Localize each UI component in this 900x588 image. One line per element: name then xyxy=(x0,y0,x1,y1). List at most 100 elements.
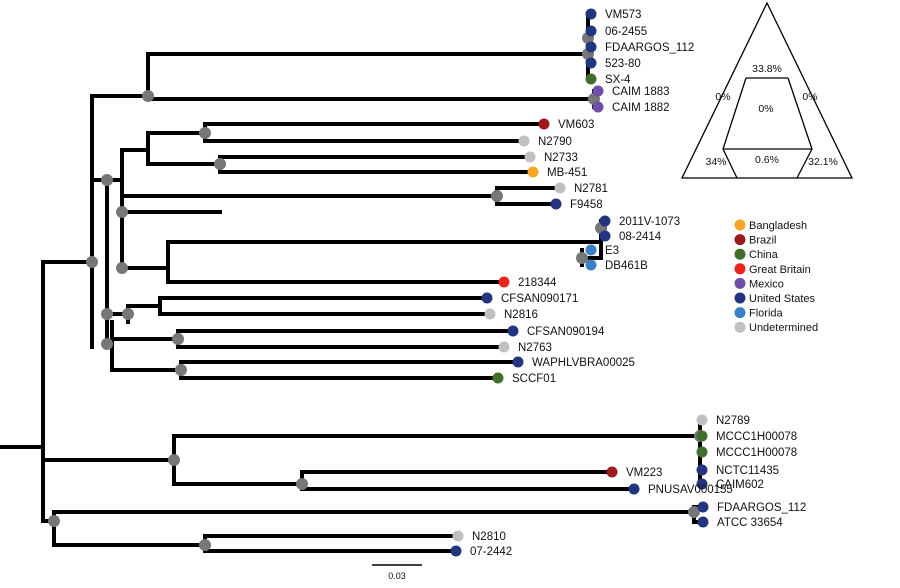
legend-swatch-mexico xyxy=(734,277,746,289)
tip-label: SCCF01 xyxy=(512,373,556,385)
tip-marker-unitedstates xyxy=(507,325,519,337)
scale-bar: 0.03 xyxy=(372,564,422,581)
tip-label: 06-2455 xyxy=(605,26,647,38)
tip-marker-undetermined xyxy=(524,151,536,163)
region-bottom-center: 0.6% xyxy=(755,154,779,166)
tip-marker-undetermined xyxy=(696,414,708,426)
internal-node xyxy=(199,539,211,551)
tip-label: N2763 xyxy=(518,342,552,354)
internal-node xyxy=(175,364,187,376)
internal-node xyxy=(122,308,134,320)
legend-label-unitedstates: United States xyxy=(749,293,816,305)
tip-marker-bangladesh xyxy=(527,166,539,178)
tip-marker-unitedstates xyxy=(628,483,640,495)
legend-swatch-unitedstates xyxy=(734,292,746,304)
legend-swatch-china xyxy=(734,248,746,260)
tip-label: WAPHLVBRA00025 xyxy=(532,357,635,369)
tip-label: CAIM 1882 xyxy=(612,102,670,114)
tip-label: MB-451 xyxy=(547,167,587,179)
tree-branches xyxy=(0,12,705,553)
tip-marker-mexico xyxy=(592,85,604,97)
tip-label: N2781 xyxy=(574,183,608,195)
tip-marker-unitedstates xyxy=(512,356,524,368)
region-upper-right: 0% xyxy=(802,91,817,103)
tip-label: VM223 xyxy=(626,467,662,479)
internal-node xyxy=(101,174,113,186)
legend-label-florida: Florida xyxy=(749,308,784,320)
tip-marker-undetermined xyxy=(518,135,530,147)
region-top: 33.8% xyxy=(752,63,782,75)
region-upper-left: 0% xyxy=(715,91,730,103)
tip-label: NCTC11435 xyxy=(716,465,779,477)
region-bottom-left: 34% xyxy=(705,156,726,168)
tip-label: F9458 xyxy=(570,199,603,211)
internal-node xyxy=(576,252,588,264)
tip-marker-china xyxy=(585,73,597,85)
tip-marker-unitedstates xyxy=(585,25,597,37)
legend-label-bangladesh: Bangladesh xyxy=(749,220,807,232)
internal-node xyxy=(48,515,60,527)
tip-marker-china xyxy=(696,430,708,442)
tip-label: 08-2414 xyxy=(619,231,662,243)
legend-label-undetermined: Undetermined xyxy=(749,322,818,334)
legend-label-china: China xyxy=(749,249,779,261)
tip-label: N2733 xyxy=(544,152,578,164)
likelihood-mapping-triangle: 33.8% 0% 0% 0% 34% 0.6% 32.1% xyxy=(680,1,854,179)
tip-marker-undetermined xyxy=(452,530,464,542)
tip-label: CFSAN090194 xyxy=(527,326,605,338)
internal-node xyxy=(172,333,184,345)
legend-swatch-undetermined xyxy=(734,321,746,333)
tip-marker-unitedstates xyxy=(481,292,493,304)
tip-marker-unitedstates xyxy=(697,501,709,513)
tip-label: DB461B xyxy=(605,260,648,272)
legend-swatch-florida xyxy=(734,307,746,319)
tip-label: SX-4 xyxy=(605,74,631,86)
legend-label-greatbritain: Great Britain xyxy=(749,264,811,276)
tip-markers xyxy=(450,8,709,557)
tip-marker-greatbritain xyxy=(498,276,510,288)
tip-marker-florida xyxy=(585,244,597,256)
tip-marker-brazil xyxy=(538,118,550,130)
triangle-outline xyxy=(680,1,854,179)
internal-node xyxy=(116,206,128,218)
tip-label: CAIM602 xyxy=(716,479,764,491)
tip-marker-unitedstates xyxy=(697,516,709,528)
tip-marker-china xyxy=(492,372,504,384)
tip-label: N2810 xyxy=(472,531,506,543)
tip-label: 218344 xyxy=(518,277,557,289)
tip-marker-brazil xyxy=(606,466,618,478)
tip-marker-unitedstates xyxy=(585,8,597,20)
internal-node xyxy=(116,262,128,274)
tip-label: FDAARGOS_112 xyxy=(605,42,694,54)
tip-marker-unitedstates xyxy=(585,57,597,69)
tip-label: VM603 xyxy=(558,119,594,131)
tip-label: MCCC1H00078 xyxy=(716,447,797,459)
internal-node xyxy=(199,127,211,139)
tip-marker-unitedstates xyxy=(450,545,462,557)
tip-marker-undetermined xyxy=(554,182,566,194)
region-bottom-right: 32.1% xyxy=(808,156,838,168)
tip-marker-unitedstates xyxy=(585,41,597,53)
tip-marker-unitedstates xyxy=(599,215,611,227)
legend-label-brazil: Brazil xyxy=(749,235,777,247)
legend-label-mexico: Mexico xyxy=(749,278,784,290)
internal-node xyxy=(296,478,308,490)
tip-label: 07-2442 xyxy=(470,546,512,558)
tip-label: N2790 xyxy=(538,136,572,148)
tip-marker-unitedstates xyxy=(696,478,708,490)
tip-label: CFSAN090171 xyxy=(501,293,578,305)
tip-label: ATCC 33654 xyxy=(717,517,783,529)
tip-marker-florida xyxy=(585,259,597,271)
tip-label: FDAARGOS_112 xyxy=(717,502,806,514)
legend-swatch-bangladesh xyxy=(734,219,746,231)
region-center: 0% xyxy=(758,103,773,115)
tip-label: CAIM 1883 xyxy=(612,86,670,98)
tip-marker-undetermined xyxy=(484,308,496,320)
tip-label: PNUSAV000155 xyxy=(648,484,733,496)
tip-label: 2011V-1073 xyxy=(619,216,680,228)
internal-node xyxy=(688,506,700,518)
internal-node xyxy=(101,308,113,320)
tip-marker-china xyxy=(696,446,708,458)
